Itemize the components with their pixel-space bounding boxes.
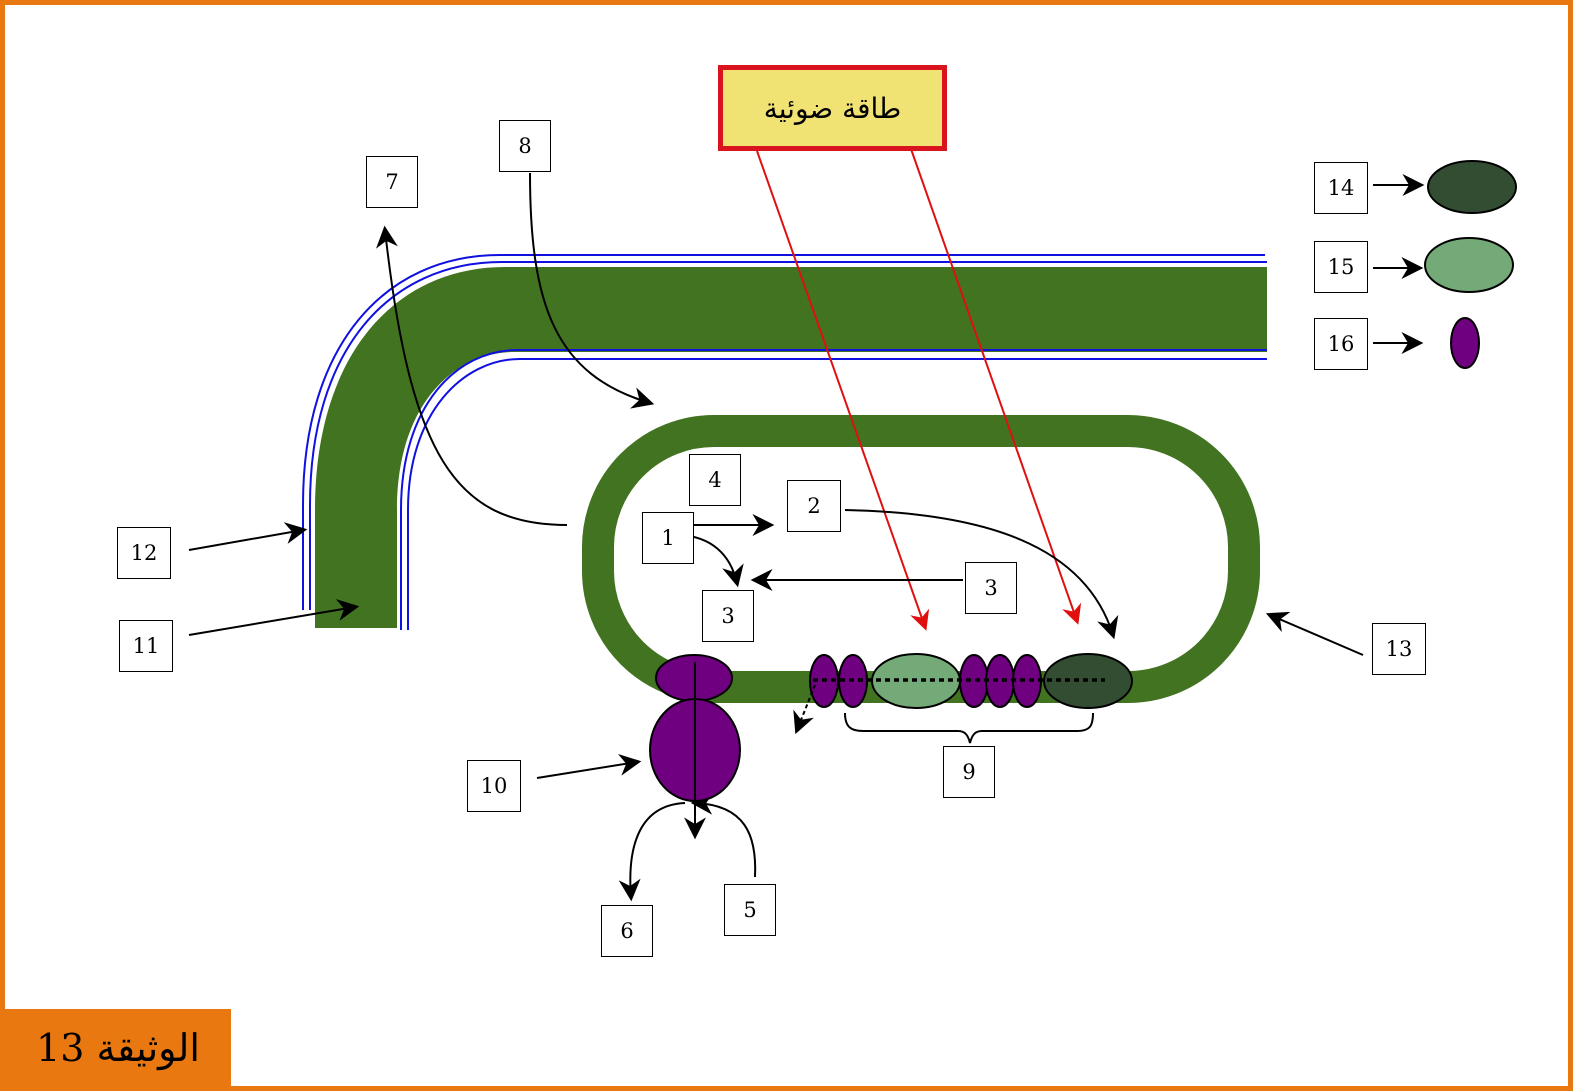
light-arrow-2 <box>910 148 1082 625</box>
label-7: 7 <box>366 156 418 208</box>
electron-transport-chain <box>793 653 1133 744</box>
light-energy-label: طاقة ضوئية <box>718 65 947 151</box>
label-5: 5 <box>724 884 776 936</box>
label-4: 4 <box>689 454 741 506</box>
envelope-membranes <box>302 254 1267 630</box>
legend-purple-protein <box>1450 317 1480 369</box>
label-3a: 3 <box>702 590 754 642</box>
label-14: 14 <box>1314 162 1368 214</box>
stroma-lamella <box>315 267 1267 628</box>
label-15: 15 <box>1314 241 1368 293</box>
label-3b: 3 <box>965 562 1017 614</box>
label-9: 9 <box>943 746 995 798</box>
label-13: 13 <box>1372 623 1426 675</box>
label-16: 16 <box>1314 318 1368 370</box>
chloroplast-diagram <box>188 148 1517 902</box>
label-1: 1 <box>642 512 694 564</box>
label-12: 12 <box>117 527 171 579</box>
label-10: 10 <box>467 760 521 812</box>
label-2: 2 <box>787 480 841 532</box>
label-11: 11 <box>119 620 173 672</box>
label-8: 8 <box>499 120 551 172</box>
atp-synthase <box>649 654 741 840</box>
document-number-tag: الوثيقة 13 <box>5 1009 231 1086</box>
legend-light-protein <box>1424 237 1514 293</box>
label-6: 6 <box>601 905 653 957</box>
light-arrow-1 <box>756 150 930 631</box>
legend-dark-protein <box>1427 160 1517 214</box>
pathway-arrows <box>188 172 1425 902</box>
